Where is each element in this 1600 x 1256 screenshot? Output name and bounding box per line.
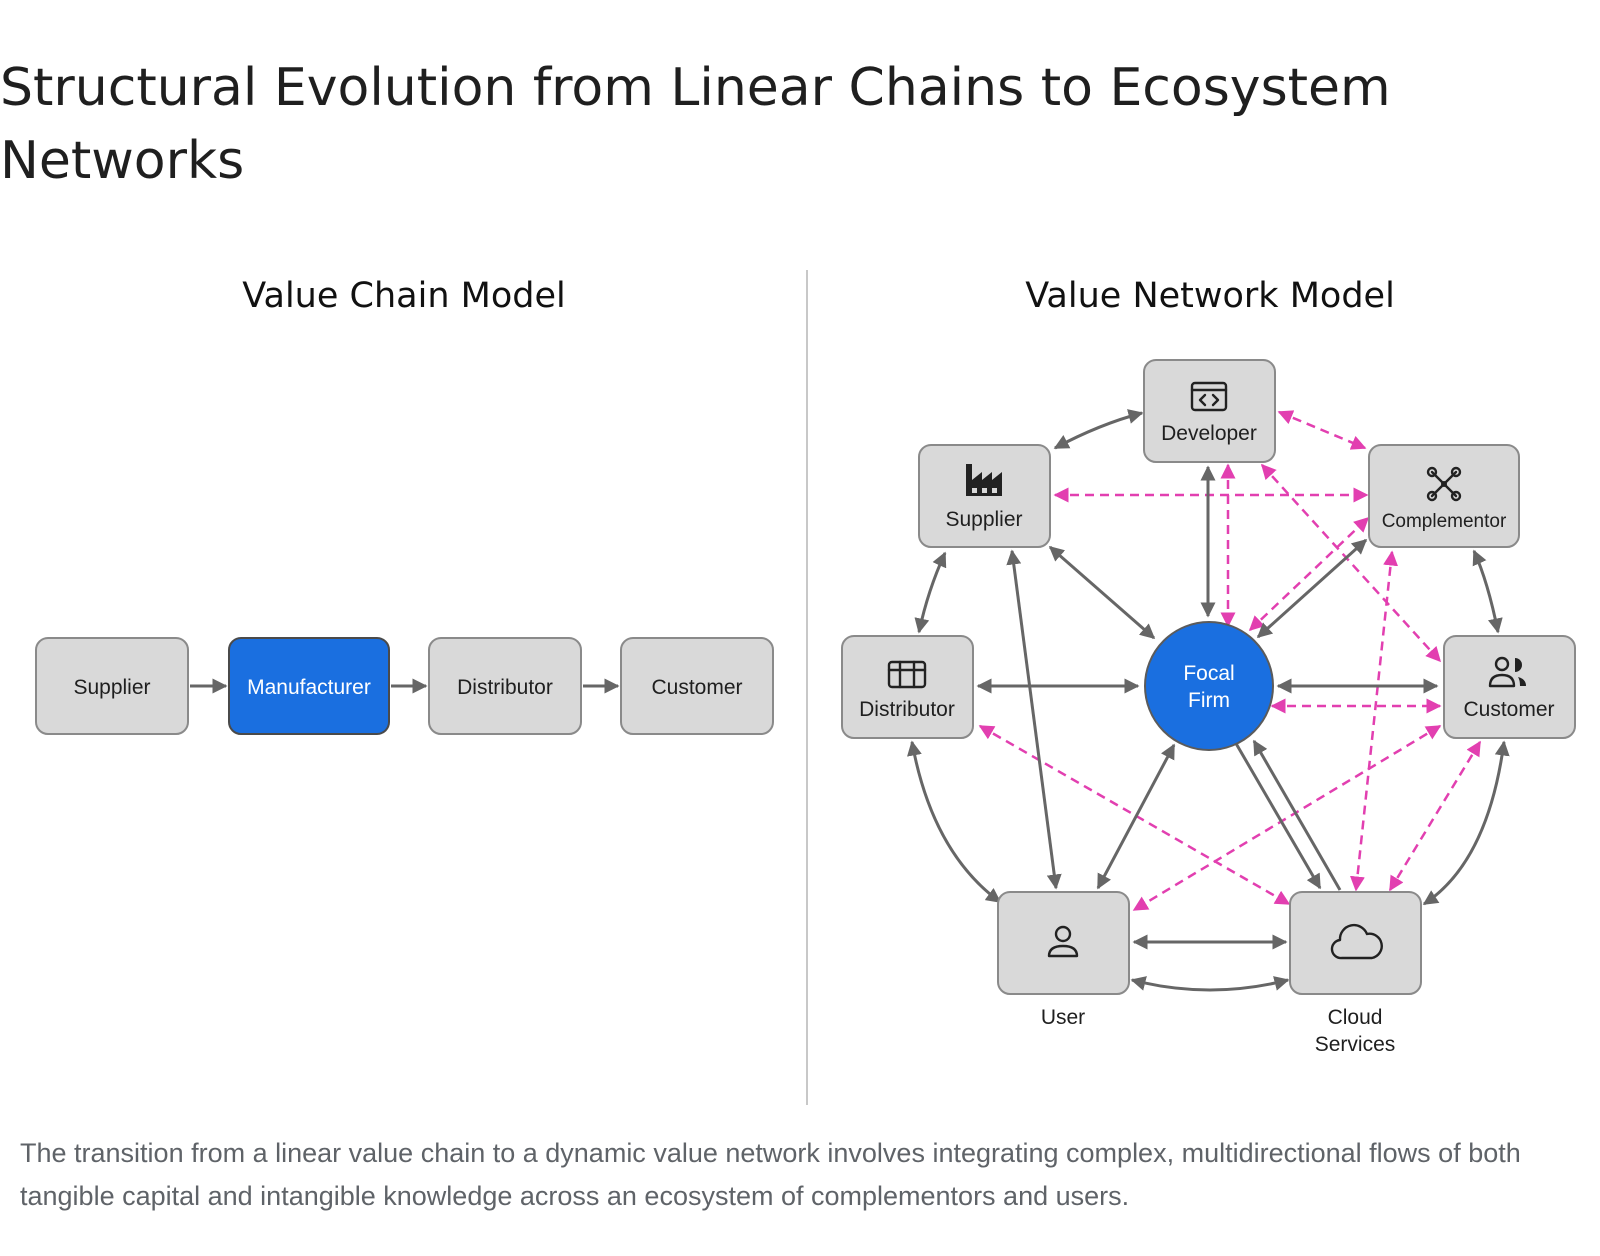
people-icon: [1488, 656, 1526, 688]
node-label: Distributor: [859, 698, 955, 721]
chain-title: Value Chain Model: [242, 276, 565, 316]
solid-flows: [907, 409, 1510, 992]
chain-node-label: Distributor: [457, 676, 553, 699]
focal-label-line2: Firm: [1188, 689, 1230, 712]
focal-label-line1: Focal: [1183, 662, 1234, 685]
flow-complementor-customer: [1472, 549, 1503, 634]
network-figure: Value Chain Model Supplier Manufacturer …: [35, 270, 1576, 1105]
flow-supplier-focal: [1048, 545, 1156, 640]
flow-cloud-focal: [1252, 739, 1342, 891]
network-node-supplier: Supplier: [918, 444, 1051, 548]
page-title: Structural Evolution from Linear Chains …: [0, 58, 1391, 191]
person-icon: [1047, 925, 1079, 958]
flow-customer-cloud: [1388, 740, 1482, 892]
node-label: Developer: [1161, 422, 1257, 445]
chain-node-label: Manufacturer: [247, 676, 371, 699]
flow-developer-complementor: [1277, 410, 1367, 450]
flow-complementor-cloud: [1349, 550, 1399, 892]
warehouse-icon: [887, 660, 927, 689]
figure-caption: The transition from a linear value chain…: [20, 1138, 1521, 1211]
network-node-developer: Developer: [1143, 359, 1276, 463]
network-node-cloud-services: [1289, 891, 1422, 995]
factory-icon: [966, 464, 1002, 496]
network-node-complementor: Complementor: [1368, 444, 1520, 548]
node-label: Complementor: [1382, 511, 1507, 532]
network-title: Value Network Model: [1025, 276, 1395, 316]
flow-supplier-distributor: [914, 551, 947, 634]
cloud-icon: [1330, 924, 1383, 960]
flow-focal-cloud: [1232, 739, 1322, 890]
flow-focal-complementor: [1248, 516, 1370, 632]
cloud-label-line1: Cloud: [1328, 1006, 1383, 1029]
flow-user-cloud-lower: [1130, 976, 1290, 992]
focal-firm-node: Focal Firm: [1144, 621, 1274, 751]
flow-supplier-user: [1006, 549, 1062, 890]
chain-node-label: Customer: [651, 676, 742, 699]
network-node-customer: Customer: [1443, 635, 1576, 739]
flow-customer-cloud-solid: [1422, 740, 1510, 906]
chain-node-label: Supplier: [73, 676, 150, 699]
chain-node-manufacturer: Manufacturer: [228, 637, 390, 735]
node-label: Supplier: [945, 508, 1022, 531]
cloud-label-line2: Services: [1315, 1033, 1396, 1056]
chain-node-distributor: Distributor: [428, 637, 582, 735]
flow-supplier-developer: [1053, 409, 1144, 450]
network-node-distributor: Distributor: [841, 635, 974, 739]
flow-complementor-focal: [1256, 538, 1368, 639]
network-nodes-icon: [1426, 466, 1462, 502]
user-label: User: [1041, 1006, 1085, 1029]
flow-customer-user: [1132, 724, 1442, 912]
node-label: Customer: [1463, 698, 1554, 721]
network-node-user: [997, 891, 1130, 995]
flow-distributor-user: [907, 740, 1002, 904]
code-window-icon: [1190, 381, 1228, 412]
chain-node-supplier: Supplier: [35, 637, 189, 735]
flow-focal-user: [1096, 743, 1176, 890]
chain-node-customer: Customer: [620, 637, 774, 735]
